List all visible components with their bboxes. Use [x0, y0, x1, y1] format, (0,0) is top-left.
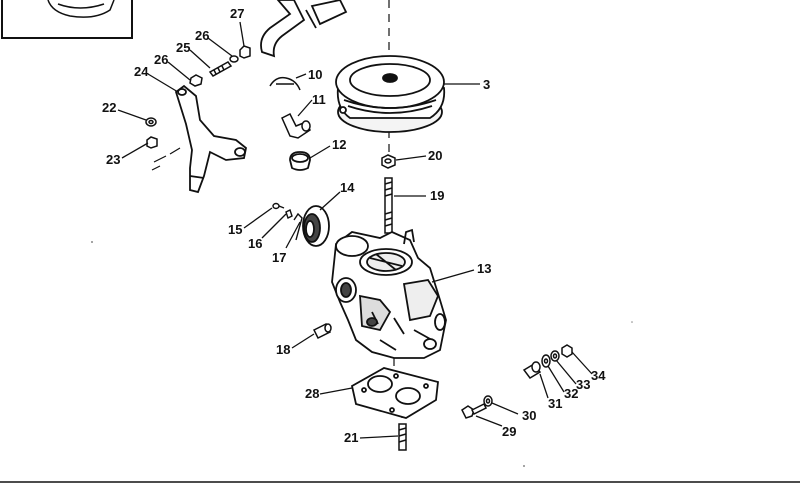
- gasket-28: [350, 367, 439, 419]
- inset-frame: [1, 0, 133, 39]
- screw-15: [272, 202, 285, 210]
- callout-30: 30: [522, 408, 536, 423]
- callout-29: 29: [502, 424, 516, 439]
- plug-18: [312, 322, 332, 340]
- callout-32: 32: [564, 386, 578, 401]
- washer-33: [550, 350, 560, 362]
- callout-22: 22: [102, 100, 116, 115]
- callout-26-lower: 26: [154, 52, 168, 67]
- washer-30: [483, 395, 493, 407]
- callout-11: 11: [312, 92, 326, 107]
- clip-10: [269, 76, 301, 91]
- nut-23: [146, 136, 158, 149]
- callout-13: 13: [477, 261, 491, 276]
- callout-27: 27: [230, 6, 244, 21]
- callout-14: 14: [340, 180, 355, 195]
- washer-32: [541, 354, 551, 368]
- callout-18: 18: [276, 342, 290, 357]
- stud-19: [384, 177, 393, 234]
- leader-lines: [117, 21, 593, 439]
- callout-33: 33: [576, 377, 590, 392]
- nut-34: [561, 344, 573, 358]
- bracket-24: [151, 84, 247, 194]
- nut-27: [239, 45, 251, 59]
- callout-19: 19: [430, 188, 444, 203]
- callout-26-upper: 26: [195, 28, 209, 43]
- callout-17: 17: [272, 250, 286, 265]
- callout-15: 15: [228, 222, 242, 237]
- elbow-11: [281, 112, 311, 139]
- nut-20: [381, 154, 396, 169]
- air-cleaner: [335, 55, 446, 133]
- callout-21: 21: [344, 430, 358, 445]
- callout-20: 20: [428, 148, 442, 163]
- callout-12: 12: [332, 137, 346, 152]
- callout-34: 34: [591, 368, 606, 383]
- callout-16: 16: [248, 236, 262, 251]
- callout-labels: 3 10 11 12 13 14 15 16 17 18 19 20 21 22…: [102, 6, 606, 445]
- washer-26-upper: [229, 55, 239, 63]
- partial-component-top-left: [47, 0, 115, 18]
- clip-16: [285, 209, 293, 219]
- diaphragm-14: [302, 205, 330, 247]
- spacer-31: [522, 361, 542, 379]
- callout-31: 31: [548, 396, 562, 411]
- washer-22: [145, 117, 157, 127]
- scan-specks: [91, 241, 633, 467]
- hose-top: [260, 0, 348, 58]
- bolt-25: [208, 61, 233, 77]
- grommet-12: [289, 151, 311, 171]
- callout-10: 10: [308, 67, 322, 82]
- callout-28: 28: [305, 386, 319, 401]
- nut-26-lower: [189, 74, 203, 87]
- carburetor-13: [331, 228, 447, 359]
- callout-23: 23: [106, 152, 120, 167]
- stud-21: [398, 423, 407, 451]
- callout-24: 24: [134, 64, 149, 79]
- callout-25: 25: [176, 40, 190, 55]
- callout-3: 3: [483, 77, 490, 92]
- link-17: [293, 212, 303, 241]
- bolt-29: [461, 402, 488, 419]
